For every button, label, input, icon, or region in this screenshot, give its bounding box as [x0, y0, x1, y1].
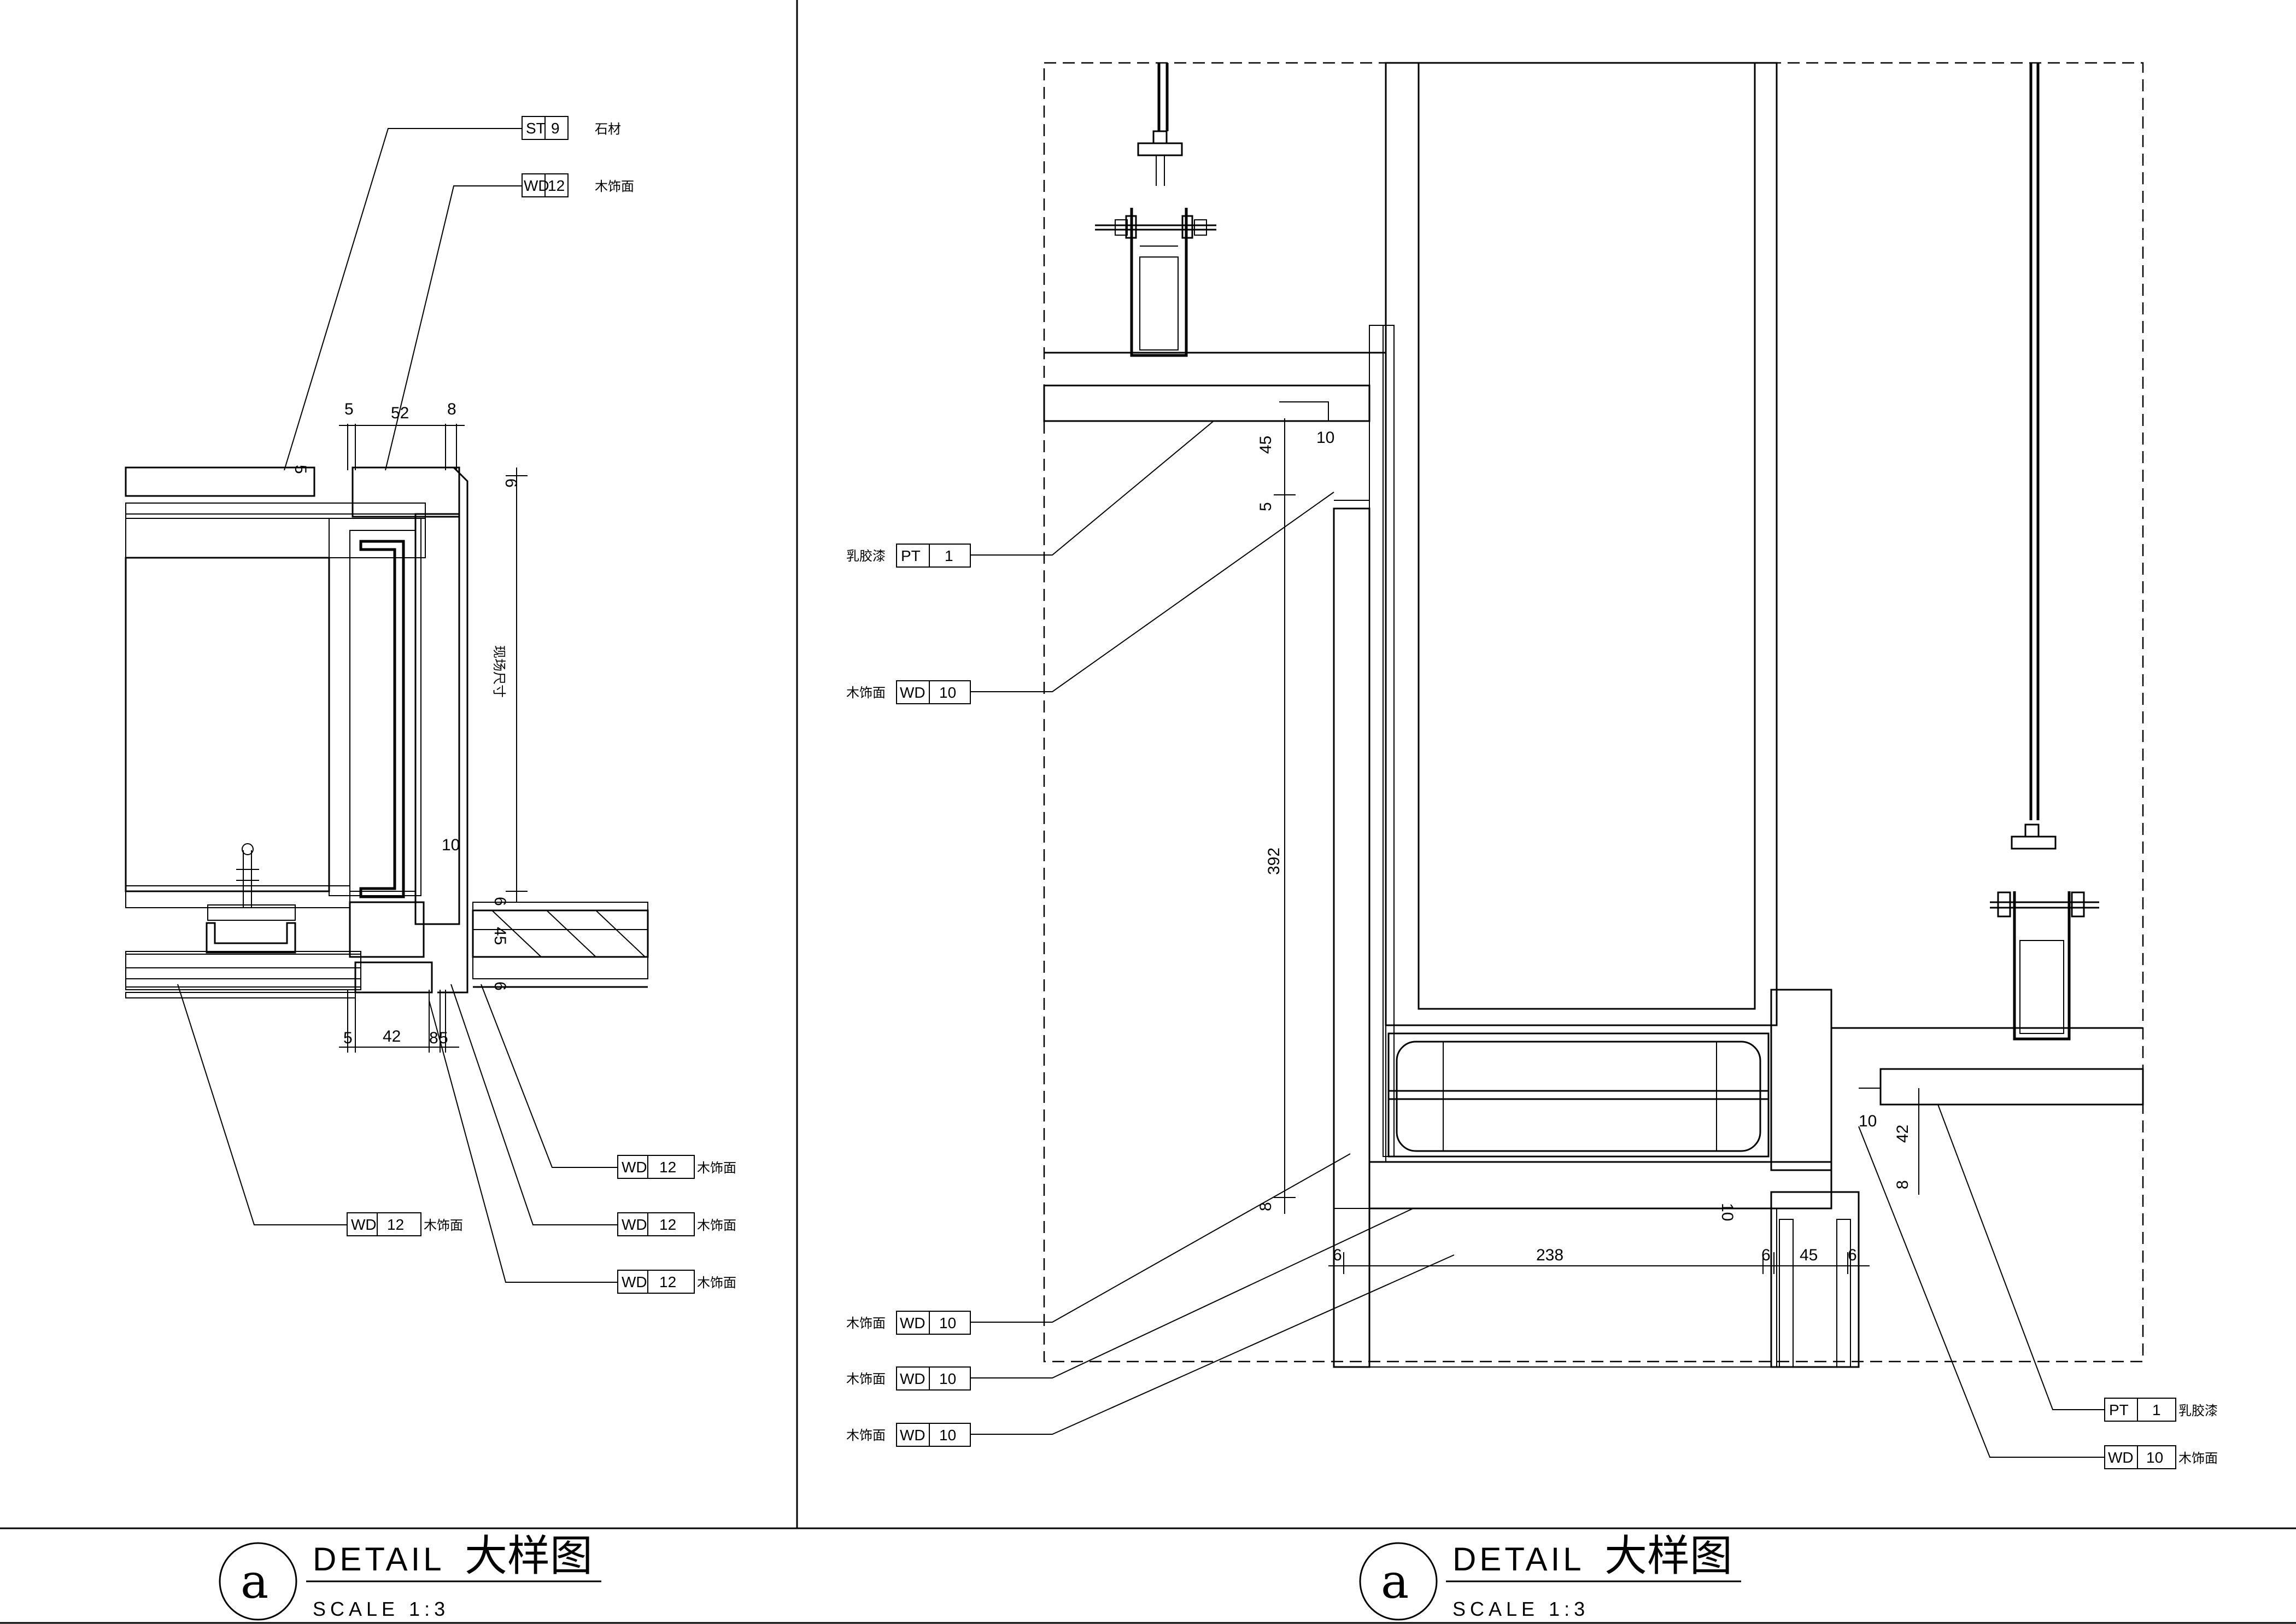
- svg-text:木饰面: 木饰面: [697, 1276, 736, 1290]
- svg-text:10: 10: [939, 1427, 956, 1444]
- svg-text:10: 10: [2146, 1449, 2163, 1466]
- svg-text:木饰面: 木饰面: [595, 179, 634, 194]
- dim-v10b: 10: [1718, 1203, 1736, 1221]
- tag-wd-10-l3: 木饰面 WD 10: [846, 1366, 971, 1391]
- title-text: 大样图: [1604, 1532, 1732, 1581]
- dim-v392: 392: [1265, 848, 1283, 875]
- title-scale: SCALE 1:3: [313, 1598, 449, 1620]
- title-letter: a: [1381, 1555, 1409, 1609]
- svg-text:乳胶漆: 乳胶漆: [2178, 1404, 2218, 1418]
- dim-mid-v1: 6: [491, 897, 509, 906]
- svg-text:WD: WD: [2108, 1449, 2134, 1466]
- right-detail: 45 5 392 8 10 6 238 6 45 6 10 10 42 8 乳胶…: [846, 62, 2218, 1469]
- svg-text:WD: WD: [524, 177, 549, 194]
- dim-right-v1: 6: [502, 478, 520, 488]
- svg-text:12: 12: [548, 177, 565, 194]
- svg-text:木饰面: 木饰面: [424, 1218, 463, 1233]
- svg-text:WD: WD: [900, 684, 926, 701]
- dim-bottom-d: 5: [439, 1029, 448, 1047]
- svg-text:WD: WD: [622, 1159, 647, 1176]
- dim-v45: 45: [1257, 436, 1275, 454]
- dim-bottom-b: 42: [383, 1027, 401, 1045]
- tag-wd-12-r1: WD 12 木饰面: [617, 1155, 736, 1179]
- dim-small-left: 5: [291, 465, 309, 474]
- svg-text:10: 10: [939, 684, 956, 701]
- svg-text:1: 1: [945, 547, 953, 564]
- dim-v5: 5: [1257, 502, 1275, 511]
- dim-h238: 238: [1536, 1246, 1563, 1264]
- svg-text:石材: 石材: [595, 122, 621, 137]
- svg-text:12: 12: [659, 1159, 676, 1176]
- tag-wd-10-l4: 木饰面 WD 10: [846, 1423, 971, 1447]
- svg-text:ST: ST: [526, 120, 546, 137]
- tag-wd-12-top: WD 12 木饰面: [522, 173, 634, 197]
- dim-bottom-a: 5: [343, 1029, 353, 1047]
- svg-text:木饰面: 木饰面: [697, 1161, 736, 1176]
- svg-text:乳胶漆: 乳胶漆: [846, 549, 886, 564]
- title-letter: a: [241, 1555, 268, 1609]
- dim-right-v2: 现场尺寸: [491, 645, 506, 698]
- svg-text:9: 9: [551, 120, 560, 137]
- svg-text:木饰面: 木饰面: [846, 1372, 886, 1387]
- svg-text:木饰面: 木饰面: [2178, 1451, 2218, 1466]
- dim-h6b: 6: [1761, 1246, 1771, 1264]
- svg-text:12: 12: [659, 1274, 676, 1290]
- dim-v10a: 10: [1316, 429, 1334, 447]
- svg-text:木饰面: 木饰面: [697, 1218, 736, 1233]
- svg-text:PT: PT: [2109, 1401, 2129, 1418]
- dim-top-b: 52: [391, 404, 409, 422]
- svg-text:PT: PT: [901, 547, 921, 564]
- svg-text:1: 1: [2152, 1401, 2161, 1418]
- tag-pt-1-right: PT 1 乳胶漆: [2104, 1398, 2218, 1422]
- svg-text:WD: WD: [900, 1370, 926, 1387]
- dim-inner-v: 10: [442, 836, 460, 854]
- dim-v8: 8: [1257, 1202, 1275, 1211]
- svg-text:10: 10: [939, 1370, 956, 1387]
- svg-text:WD: WD: [900, 1427, 926, 1444]
- dim-top-a: 5: [344, 400, 354, 418]
- dim-mid-v2: 45: [491, 927, 509, 945]
- dim-v10c: 10: [1859, 1112, 1877, 1130]
- dim-bottom-c: 8: [429, 1029, 438, 1047]
- tag-pt-1-left: 乳胶漆 PT 1: [846, 544, 971, 568]
- tag-wd-10-l1: 木饰面 WD 10: [846, 680, 971, 704]
- svg-text:WD: WD: [622, 1274, 647, 1290]
- tag-wd-12-r2: WD 12 木饰面: [617, 1212, 736, 1236]
- svg-text:木饰面: 木饰面: [846, 1316, 886, 1331]
- title-block-left: a DETAIL 大样图 SCALE 1:3: [219, 1532, 601, 1621]
- title-text: 大样图: [465, 1532, 593, 1581]
- tag-wd-10-right: WD 10 木饰面: [2104, 1445, 2218, 1469]
- svg-text:WD: WD: [351, 1216, 377, 1233]
- svg-text:WD: WD: [622, 1216, 647, 1233]
- dim-v8b: 8: [1894, 1180, 1912, 1189]
- tag-wd-10-l2: 木饰面 WD 10: [846, 1311, 971, 1335]
- svg-text:木饰面: 木饰面: [846, 686, 886, 700]
- dim-mid-v3: 6: [491, 982, 509, 991]
- title-scale: SCALE 1:3: [1452, 1598, 1589, 1620]
- dim-top-c: 8: [447, 400, 456, 418]
- title-label: DETAIL: [313, 1541, 445, 1578]
- tag-wd-12-left: WD 12 木饰面: [347, 1212, 463, 1236]
- title-label: DETAIL: [1452, 1541, 1585, 1578]
- dim-h6a: 6: [1333, 1246, 1342, 1264]
- svg-text:10: 10: [939, 1315, 956, 1331]
- title-block-right: a DETAIL 大样图 SCALE 1:3: [1359, 1532, 1741, 1621]
- left-detail: 5 52 8 6 现场尺寸 10 6 45 6 5 5 42 8 5: [125, 116, 736, 1294]
- svg-text:12: 12: [387, 1216, 404, 1233]
- tag-wd-12-r3: WD 12 木饰面: [617, 1270, 736, 1294]
- svg-text:WD: WD: [900, 1315, 926, 1331]
- tag-st-9: ST 9 石材: [522, 116, 621, 140]
- dim-h45: 45: [1800, 1246, 1818, 1264]
- dim-v42: 42: [1894, 1125, 1912, 1143]
- dim-h6c: 6: [1848, 1246, 1857, 1264]
- svg-text:12: 12: [659, 1216, 676, 1233]
- svg-text:木饰面: 木饰面: [846, 1428, 886, 1443]
